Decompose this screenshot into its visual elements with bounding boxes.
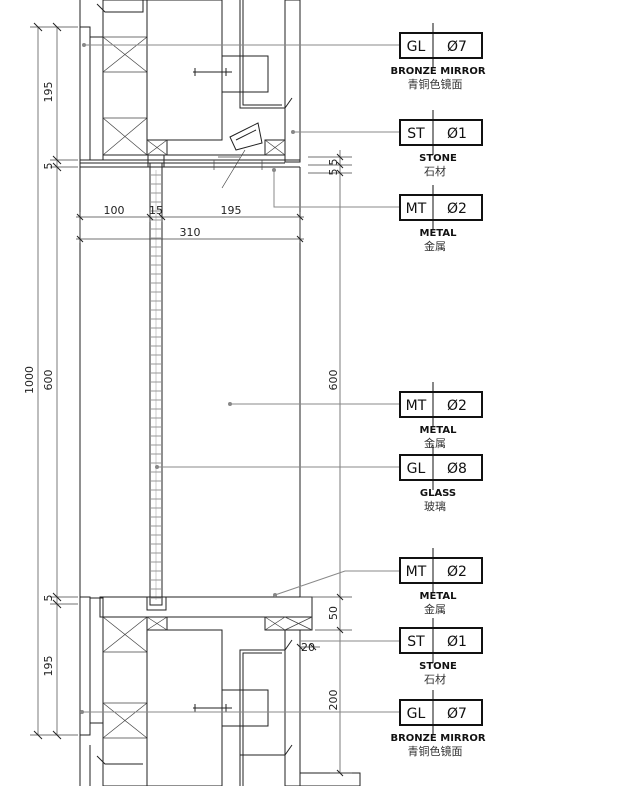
- dim-310: 310: [180, 226, 201, 239]
- tag-label-cn: 金属: [424, 239, 446, 253]
- stone-floor: [299, 772, 361, 786]
- tag-label-cn: 青铜色镜面: [408, 744, 463, 758]
- tag-label-cn: 石材: [424, 672, 446, 686]
- tag-code: GL: [407, 706, 426, 722]
- tag-label-cn: 玻璃: [424, 499, 446, 513]
- tag-label-cn: 青铜色镜面: [408, 77, 463, 91]
- glass-panel: [149, 162, 163, 606]
- timber-frame-bottom: [102, 616, 148, 786]
- dim-top: 195: [42, 82, 55, 103]
- tag-box: [399, 627, 483, 654]
- tag-box: [399, 699, 483, 726]
- lower-wall-section: [79, 596, 361, 786]
- dim-gap-top: 5: [42, 163, 55, 170]
- timber-frame-top: [102, 0, 148, 156]
- tag-code: MT: [406, 564, 427, 580]
- metal-sill: [99, 596, 313, 618]
- brick-layer-bottom: [79, 596, 91, 736]
- tag-label-cn: 金属: [424, 602, 446, 616]
- tag-code: GL: [407, 461, 426, 477]
- dim-right-5a: 5: [327, 159, 340, 166]
- tag-code: GL: [407, 39, 426, 55]
- dim-100: 100: [104, 204, 125, 217]
- tag-code: MT: [406, 201, 427, 217]
- tag-number: Ø1: [447, 634, 467, 650]
- concrete-wall-top: [146, 0, 223, 141]
- tag-number: Ø8: [447, 461, 467, 477]
- tag-number: Ø7: [447, 39, 467, 55]
- bronze-mirror-top: [89, 36, 104, 161]
- steel-angle-bottom: [239, 639, 293, 786]
- tag-label-en: GLASS: [420, 488, 456, 499]
- dim-middle: 600: [42, 370, 55, 391]
- tag-label-en: STONE: [419, 661, 457, 672]
- stone-cladding-top: [284, 0, 301, 163]
- tag-box: [399, 119, 483, 146]
- glass-sill-channel: [146, 597, 167, 611]
- steel-angle-top: [239, 0, 293, 109]
- dim-gap-bottom: 5: [42, 595, 55, 602]
- tag-label-en: METAL: [420, 425, 458, 436]
- dim-right-5b: 5: [327, 169, 340, 176]
- right-dimensions: 5 5 600 50 20 200: [296, 150, 352, 777]
- light-fixture: [229, 122, 263, 151]
- bracket-top-left: [96, 0, 144, 13]
- tag-box: [399, 454, 483, 481]
- tag-number: Ø2: [447, 398, 467, 414]
- dim-195: 195: [221, 204, 242, 217]
- tag-label-en: STONE: [419, 153, 457, 164]
- dim-right-600: 600: [327, 370, 340, 391]
- tag-number: Ø2: [447, 564, 467, 580]
- tag-number: Ø7: [447, 706, 467, 722]
- anchor-bolt-bottom: [193, 704, 232, 712]
- tag-number: Ø1: [447, 126, 467, 142]
- horizontal-dimensions: 100 15 195 310: [76, 204, 304, 243]
- tag-code: ST: [407, 634, 425, 650]
- ceiling-soffit: [80, 154, 300, 168]
- dim-15: 15: [149, 204, 163, 217]
- steel-plate-top: [221, 55, 269, 93]
- anchor-bolt-top: [193, 68, 232, 76]
- tag-label-en: METAL: [420, 228, 458, 239]
- tag-label-en: METAL: [420, 591, 458, 602]
- tag-number: Ø2: [447, 201, 467, 217]
- brick-layer-top: [79, 26, 91, 161]
- dim-right-200: 200: [327, 690, 340, 711]
- glass-head-channel: [147, 154, 165, 167]
- leader-lines: [80, 43, 400, 714]
- tag-code: ST: [407, 126, 425, 142]
- tag-label-cn: 石材: [424, 164, 446, 178]
- left-dimensions: 1000 195 5 600 5 195: [23, 22, 78, 740]
- dim-total: 1000: [23, 366, 36, 394]
- tag-box: [399, 391, 483, 418]
- tag-label-en: BRONZE MIRROR: [390, 66, 485, 77]
- tag-box: [399, 194, 483, 221]
- dim-right-50: 50: [327, 606, 340, 620]
- dim-right-20: 20: [301, 641, 315, 654]
- timber-block-right: [264, 139, 286, 156]
- tag-code: MT: [406, 398, 427, 414]
- stone-cladding-bottom: [284, 629, 301, 786]
- tag-box: [399, 557, 483, 584]
- tag-label-en: BRONZE MIRROR: [390, 733, 485, 744]
- tag-label-cn: 金属: [424, 436, 446, 450]
- dim-bottom: 195: [42, 656, 55, 677]
- upper-wall-section: [79, 0, 301, 189]
- tag-box: [399, 32, 483, 59]
